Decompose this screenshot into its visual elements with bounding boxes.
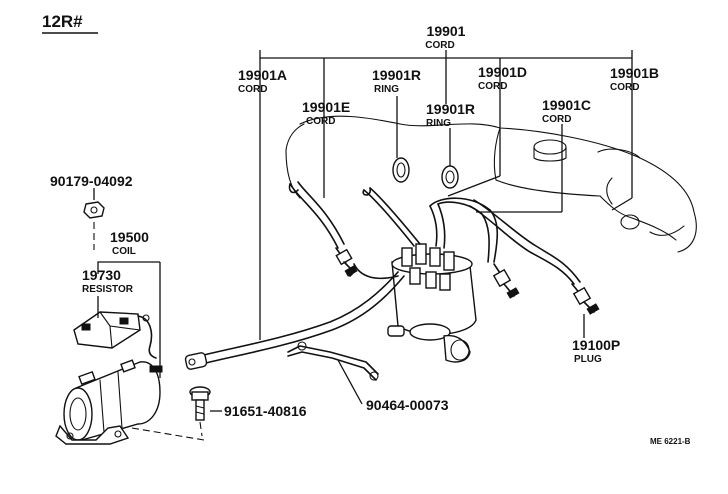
nut-number: 90179-04092 bbox=[50, 173, 133, 189]
cord-main-number: 19901 bbox=[427, 23, 466, 39]
spark-plug-2 bbox=[492, 263, 520, 299]
plug-number: 19100P bbox=[572, 337, 620, 353]
ignition-cords bbox=[199, 181, 581, 365]
resistor-name: RESISTOR bbox=[82, 284, 134, 295]
figure-reference: ME 6221-B bbox=[650, 437, 691, 446]
ring-drawings bbox=[392, 157, 459, 189]
manifold-port bbox=[533, 139, 567, 155]
ring-2-drawing bbox=[441, 165, 459, 189]
clamp-number: 90464-00073 bbox=[366, 397, 449, 413]
cord-e-number: 19901E bbox=[302, 99, 350, 115]
cord-a-name: CORD bbox=[238, 84, 267, 95]
resistor-drawing bbox=[73, 311, 157, 359]
spark-plug-1 bbox=[335, 247, 358, 277]
label-leaders bbox=[93, 50, 633, 412]
cord-a-number: 19901A bbox=[238, 67, 287, 83]
cord-b-name: CORD bbox=[610, 82, 639, 93]
cord-c-number: 19901C bbox=[542, 97, 591, 113]
distributor-drawing bbox=[387, 243, 477, 363]
model-header: 12R# bbox=[42, 12, 98, 34]
nut-drawing bbox=[83, 201, 105, 250]
cord-b-number: 19901B bbox=[610, 65, 659, 81]
coil-number: 19500 bbox=[110, 229, 149, 245]
spark-plug-3 bbox=[571, 283, 600, 315]
resistor-number: 19730 bbox=[82, 267, 121, 283]
ring-1-name: RING bbox=[374, 84, 399, 95]
ring-1-number: 19901R bbox=[372, 67, 421, 83]
ring-2-name: RING bbox=[426, 118, 451, 129]
coil-lead-terminal bbox=[184, 352, 208, 370]
clamp-drawing bbox=[287, 341, 379, 405]
part-labels: 19901 CORD 19901A CORD 19901R RING 19901… bbox=[50, 23, 691, 446]
cord-e-name: CORD bbox=[306, 116, 335, 127]
plug-name: PLUG bbox=[574, 354, 602, 365]
cord-d-name: CORD bbox=[478, 81, 507, 92]
coil-name: COIL bbox=[112, 246, 136, 257]
ring-2-number: 19901R bbox=[426, 101, 475, 117]
bolt-number: 91651-40816 bbox=[224, 403, 307, 419]
cord-c-name: CORD bbox=[542, 114, 571, 125]
coil-drawing bbox=[55, 359, 205, 445]
ring-1-drawing bbox=[392, 157, 410, 183]
manifold-outlet bbox=[620, 214, 640, 230]
model-label: 12R# bbox=[42, 12, 83, 31]
bolt-drawing bbox=[189, 386, 211, 437]
cord-d-number: 19901D bbox=[478, 64, 527, 80]
intake-manifold-drawing bbox=[285, 115, 697, 253]
cord-main-name: CORD bbox=[425, 40, 454, 51]
